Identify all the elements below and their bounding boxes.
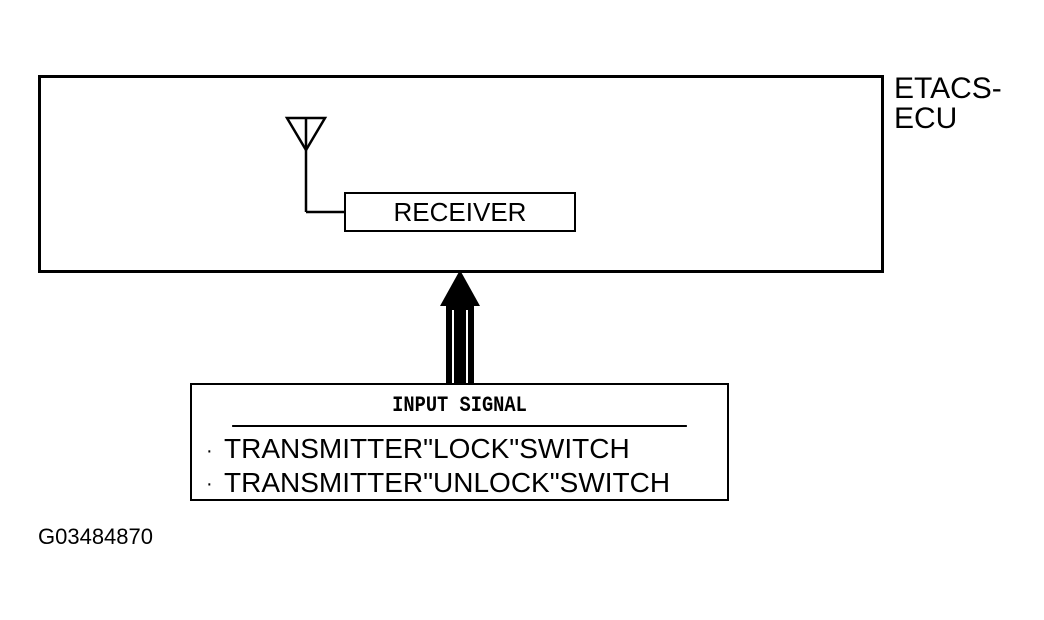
etacs-ecu-box [38,75,884,273]
input-signal-header: INPUT SIGNAL [232,385,687,427]
signal-item-label: TRANSMITTER"LOCK"SWITCH [224,433,630,464]
antenna-icon [284,116,344,214]
receiver-label: RECEIVER [393,196,527,227]
bullet-icon: · [206,473,213,496]
bullet-icon: · [206,439,213,462]
signal-item-label: TRANSMITTER"UNLOCK"SWITCH [224,466,671,498]
figure-id: G03484870 [38,524,153,549]
receiver-box: RECEIVER [344,192,576,232]
etacs-ecu-label: ETACS- ECU [894,72,1002,135]
input-signal-table: INPUT SIGNAL · TRANSMITTER"LOCK"SWITCH · T… [190,383,729,501]
list-item: · TRANSMITTER"LOCK"SWITCH [206,433,727,467]
input-signal-list: · TRANSMITTER"LOCK"SWITCH · TRANSMITTER"UN… [192,427,727,500]
input-arrow-icon [440,270,480,384]
list-item: · TRANSMITTER"UNLOCK"SWITCH [206,467,727,501]
